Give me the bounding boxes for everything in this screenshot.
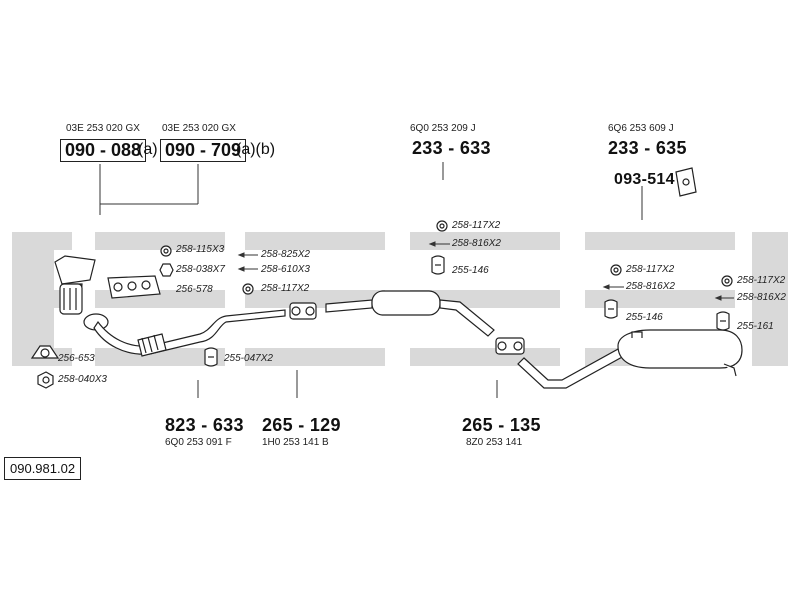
clamp-icons: [289, 302, 525, 355]
part-suffix-a: (a): [138, 141, 158, 158]
oe-ref-090-088: 03E 253 020 GX: [66, 123, 140, 134]
part-number-265-129[interactable]: 265 - 129: [262, 415, 341, 435]
part-number-093-514[interactable]: 093-514: [614, 171, 675, 188]
hardware-258-816x2-rear[interactable]: 258-816X2: [626, 281, 675, 292]
hardware-256-653[interactable]: 256-653: [58, 353, 95, 364]
oe-ref-265-129: 1H0 253 141 B: [262, 437, 329, 448]
bracket-icon: [675, 167, 697, 197]
center-silencer: [325, 290, 495, 337]
oe-ref-233-633: 6Q0 253 209 J: [410, 123, 476, 134]
exhaust-manifold-gasket: [107, 275, 161, 299]
part-suffix-ab: (a)(b): [236, 141, 276, 158]
hardware-256-578[interactable]: 256-578: [176, 284, 213, 295]
part-number-090-088[interactable]: 090 - 088: [60, 139, 147, 162]
rear-silencer: [517, 329, 743, 389]
hardware-258-825x2[interactable]: 258-825X2: [261, 249, 310, 260]
rubber-hanger-icons: [204, 255, 730, 367]
oe-ref-090-709: 03E 253 020 GX: [162, 123, 236, 134]
part-number-090-709[interactable]: 090 - 709: [160, 139, 247, 162]
oe-ref-265-135: 8Z0 253 141: [466, 437, 523, 448]
catalog-number: 090.981.02: [4, 457, 82, 480]
hardware-255-146-rear[interactable]: 255-146: [626, 312, 663, 323]
washer-icons: [159, 220, 733, 295]
part-number-823-633[interactable]: 823 - 633: [165, 415, 244, 435]
hardware-258-610x3[interactable]: 258-610X3: [261, 264, 310, 275]
hardware-258-816x2-center[interactable]: 258-816X2: [452, 238, 501, 249]
part-number-233-635[interactable]: 233 - 635: [608, 138, 687, 158]
hardware-258-117x2-center[interactable]: 258-117X2: [452, 220, 501, 231]
oe-ref-233-635: 6Q6 253 609 J: [608, 123, 674, 134]
hardware-255-047x2[interactable]: 255-047X2: [224, 353, 273, 364]
leader-lines: [99, 162, 643, 398]
hardware-258-117x2-front[interactable]: 258-117X2: [261, 283, 310, 294]
nut-icon: [37, 371, 54, 389]
hardware-258-816x2-tail[interactable]: 258-816X2: [737, 292, 786, 303]
hardware-258-038x7[interactable]: 258-038X7: [176, 264, 225, 275]
part-number-265-135[interactable]: 265 - 135: [462, 415, 541, 435]
hardware-258-040x3[interactable]: 258-040X3: [58, 374, 107, 385]
hardware-258-115x3[interactable]: 258-115X3: [176, 244, 225, 255]
part-number-233-633[interactable]: 233 - 633: [412, 138, 491, 158]
arrow-icons: [237, 241, 734, 301]
hardware-258-117x2-tail[interactable]: 258-117X2: [737, 275, 786, 286]
oe-ref-823-633: 6Q0 253 091 F: [165, 437, 232, 448]
hardware-258-117x2-rear[interactable]: 258-117X2: [626, 264, 675, 275]
hardware-255-146-center[interactable]: 255-146: [452, 265, 489, 276]
hardware-255-161[interactable]: 255-161: [737, 321, 774, 332]
gasket-icon: [30, 345, 60, 359]
front-pipe: [93, 309, 286, 357]
